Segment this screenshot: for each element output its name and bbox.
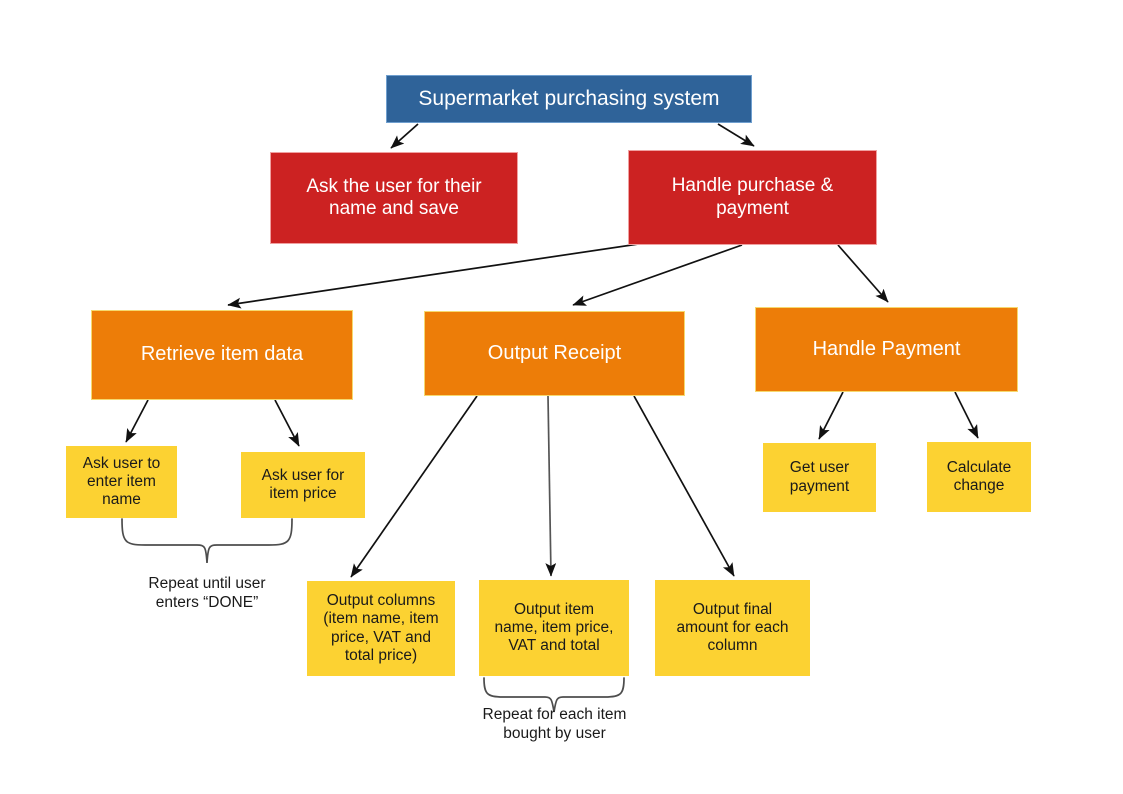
edge-payment-to-calculate-change (954, 391, 979, 439)
edge-root-to-ask-name (390, 123, 419, 149)
node-ask-item-price[interactable]: Ask user for item price (241, 452, 365, 518)
node-get-user-payment-label: Get user payment (789, 459, 850, 495)
caption-repeat-until-done: Repeat until user enters “DONE” (148, 575, 266, 611)
node-retrieve-item-data-label: Retrieve item data (140, 343, 304, 366)
edge-handle-to-handle-payment (837, 244, 889, 303)
node-ask-item-name-label: Ask user to enter item name (82, 454, 161, 509)
node-output-receipt-label: Output Receipt (487, 341, 622, 364)
edge-handle-to-retrieve (227, 242, 646, 309)
node-handle-purchase-label: Handle purchase & payment (671, 175, 834, 219)
edge-receipt-to-output-final (633, 395, 735, 577)
node-calculate-change[interactable]: Calculate change (927, 442, 1031, 512)
edge-root-to-handle-purchase (717, 123, 755, 147)
node-ask-name[interactable]: Ask the user for their name and save (270, 152, 518, 244)
edge-receipt-to-output-columns (350, 395, 478, 578)
node-output-columns-label: Output columns (item name, item price, V… (323, 591, 439, 664)
node-ask-item-name[interactable]: Ask user to enter item name (66, 446, 177, 518)
node-handle-payment[interactable]: Handle Payment (755, 307, 1018, 392)
node-retrieve-item-data[interactable]: Retrieve item data (91, 310, 353, 400)
node-output-item-line-label: Output item name, item price, VAT and to… (494, 600, 614, 655)
brace-repeat-until-done (121, 518, 293, 564)
node-get-user-payment[interactable]: Get user payment (763, 443, 876, 512)
edge-retrieve-to-ask-item-name (125, 399, 149, 443)
node-output-columns[interactable]: Output columns (item name, item price, V… (307, 581, 455, 676)
caption-repeat-each-item: Repeat for each item bought by user (482, 706, 627, 742)
node-handle-payment-label: Handle Payment (812, 337, 961, 360)
node-output-final-amount[interactable]: Output final amount for each column (655, 580, 810, 676)
edge-handle-to-output-receipt (572, 244, 743, 306)
node-root[interactable]: Supermarket purchasing system (386, 75, 752, 123)
edge-receipt-to-output-item-line (545, 395, 557, 577)
node-handle-purchase[interactable]: Handle purchase & payment (628, 150, 877, 245)
node-calculate-change-label: Calculate change (946, 458, 1012, 494)
node-root-label: Supermarket purchasing system (418, 86, 720, 110)
edge-retrieve-to-ask-item-price (274, 399, 300, 447)
node-ask-name-label: Ask the user for their name and save (306, 175, 482, 219)
node-ask-item-price-label: Ask user for item price (261, 466, 345, 502)
node-output-final-amount-label: Output final amount for each column (676, 600, 789, 655)
edge-payment-to-get-user-payment (818, 391, 844, 440)
node-output-item-line[interactable]: Output item name, item price, VAT and to… (479, 580, 629, 676)
node-output-receipt[interactable]: Output Receipt (424, 311, 685, 396)
